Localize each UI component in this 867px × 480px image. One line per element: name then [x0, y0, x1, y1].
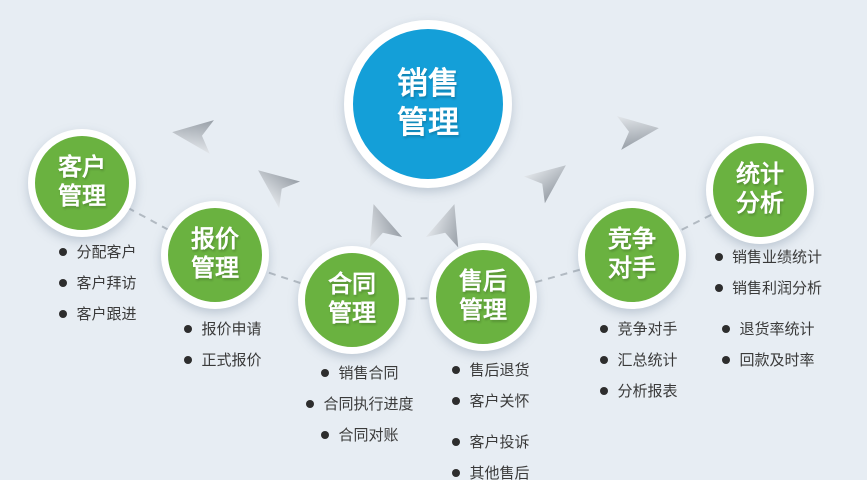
list-item: 回款及时率 — [722, 349, 815, 370]
bullet-icon — [452, 365, 461, 374]
arrow-icon — [357, 198, 403, 248]
bullet-icon — [714, 252, 723, 261]
list-item-label: 分配客户 — [76, 244, 137, 261]
node-label: 统计 分析 — [736, 161, 784, 217]
list-item: 正式报价 — [184, 349, 262, 370]
list-item: 竞争对手 — [600, 318, 678, 339]
bullet-icon — [452, 437, 461, 446]
list-item: 分配客户 — [59, 241, 137, 262]
list-item-label: 销售业绩统计 — [731, 249, 822, 266]
node-quote-management: 报价 管理 — [161, 201, 269, 309]
aftersales-management-list: 售后退货 客户关怀 客户投诉 其他售后 — [430, 359, 552, 480]
list-item-label: 客户跟进 — [76, 306, 137, 323]
list-item-label: 竞争对手 — [617, 321, 678, 338]
bullet-icon — [452, 468, 461, 477]
bullet-icon — [600, 355, 609, 364]
list-item: 售后退货 — [452, 359, 530, 380]
node-sales-management: 销售 管理 — [344, 20, 512, 188]
bullet-icon — [184, 355, 193, 364]
node-label: 售后 管理 — [459, 268, 507, 324]
node-label: 客户 管理 — [58, 154, 106, 210]
list-item-label: 回款及时率 — [739, 352, 815, 369]
list-item: 客户投诉 — [452, 431, 530, 452]
arrow-icon — [425, 198, 471, 248]
list-item-label: 退货率统计 — [739, 321, 815, 338]
list-item-label: 其他售后 — [469, 465, 530, 480]
list-item-label: 销售合同 — [338, 365, 399, 382]
bullet-icon — [59, 247, 68, 256]
list-item-label: 售后退货 — [469, 362, 530, 379]
list-item: 汇总统计 — [600, 349, 678, 370]
list-item: 销售利润分析 — [714, 277, 822, 298]
list-item: 客户关怀 — [452, 390, 530, 411]
bullet-icon — [600, 386, 609, 395]
bullet-icon — [321, 430, 330, 439]
list-item: 合同执行进度 — [306, 393, 414, 414]
arrow-icon — [170, 115, 214, 154]
node-label: 报价 管理 — [191, 226, 239, 282]
arrow-icon — [617, 111, 661, 150]
list-item-label: 合同执行进度 — [323, 396, 414, 413]
bullet-icon — [59, 309, 68, 318]
list-item-label: 报价申请 — [201, 321, 262, 338]
node-label: 竞争 对手 — [608, 226, 656, 282]
node-contract-management: 合同 管理 — [298, 246, 406, 354]
bullet-icon — [306, 399, 315, 408]
node-customer-management: 客户 管理 — [28, 129, 136, 237]
bullet-icon — [600, 324, 609, 333]
bullet-icon — [184, 324, 193, 333]
list-item-label: 销售利润分析 — [731, 280, 822, 297]
node-label: 合同 管理 — [328, 271, 376, 327]
list-item-label: 客户拜访 — [76, 275, 137, 292]
list-item: 退货率统计 — [722, 318, 815, 339]
list-item: 报价申请 — [184, 318, 262, 339]
bullet-icon — [59, 278, 68, 287]
list-item: 其他售后 — [452, 462, 530, 480]
node-statistics-analysis: 统计 分析 — [706, 136, 814, 244]
list-item-label: 汇总统计 — [617, 352, 678, 369]
bullet-icon — [714, 283, 723, 292]
customer-management-list: 分配客户 客户拜访 客户跟进 — [37, 241, 159, 324]
bullet-icon — [722, 324, 731, 333]
list-item: 合同对账 — [321, 424, 399, 445]
list-item-label: 合同对账 — [338, 427, 399, 444]
bullet-icon — [321, 368, 330, 377]
arrow-icon — [523, 151, 577, 204]
list-item-label: 正式报价 — [201, 352, 262, 369]
list-item: 分析报表 — [600, 380, 678, 401]
bullet-icon — [452, 396, 461, 405]
list-item: 客户跟进 — [59, 303, 137, 324]
node-label: 销售 管理 — [397, 66, 459, 140]
quote-management-list: 报价申请 正式报价 — [162, 318, 284, 370]
list-item-label: 分析报表 — [617, 383, 678, 400]
node-aftersales-management: 售后 管理 — [429, 243, 537, 351]
statistics-analysis-list: 销售业绩统计 销售利润分析 退货率统计 回款及时率 — [696, 246, 841, 370]
list-item: 销售业绩统计 — [714, 246, 822, 267]
list-item-label: 客户投诉 — [469, 434, 530, 451]
contract-management-list: 销售合同 合同执行进度 合同对账 — [285, 362, 435, 445]
arrow-icon — [247, 156, 301, 209]
bullet-icon — [722, 355, 731, 364]
list-item-label: 客户关怀 — [469, 393, 530, 410]
node-competitors: 竞争 对手 — [578, 201, 686, 309]
list-item: 销售合同 — [321, 362, 399, 383]
list-item: 客户拜访 — [59, 272, 137, 293]
competitors-list: 竞争对手 汇总统计 分析报表 — [578, 318, 700, 401]
